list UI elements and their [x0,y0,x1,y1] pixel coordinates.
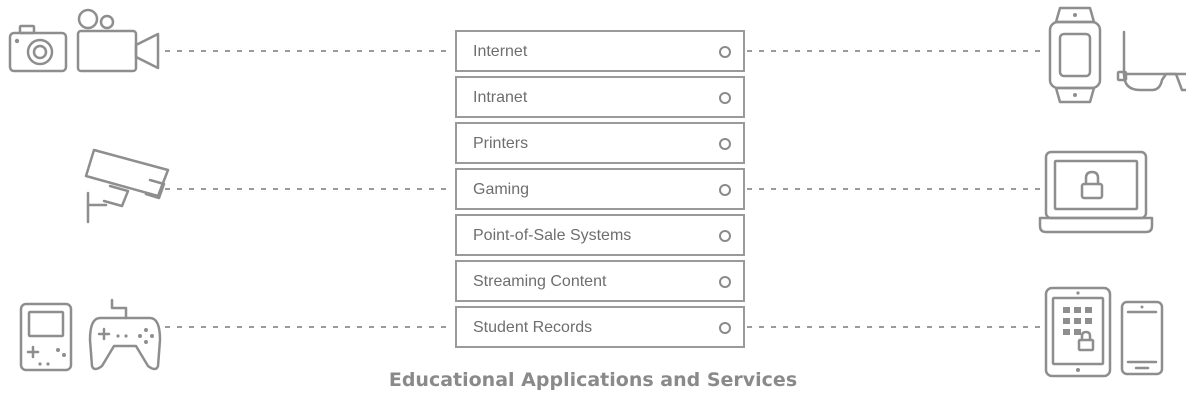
service-row-streaming: Streaming Content [455,260,745,302]
status-dot-icon [719,230,731,242]
status-dot-icon [719,276,731,288]
handheld-console-icon [19,302,73,372]
service-row-intranet: Intranet [455,76,745,118]
service-label: Streaming Content [473,273,607,290]
service-label: Student Records [473,319,593,336]
status-dot-icon [719,322,731,334]
video-camera-icon [76,8,160,73]
service-label: Point-of-Sale Systems [473,227,632,244]
service-label: Printers [473,135,529,152]
service-row-point-of-sale: Point-of-Sale Systems [455,214,745,256]
locked-laptop-icon [1038,150,1154,234]
smartwatch-icon [1048,6,1102,104]
service-row-gaming: Gaming [455,168,745,210]
service-row-internet: Internet [455,30,745,72]
status-dot-icon [719,46,731,58]
service-row-student-records: Student Records [455,306,745,348]
service-row-printers: Printers [455,122,745,164]
smartphone-icon [1120,300,1164,376]
locked-tablet-icon [1044,286,1112,378]
status-dot-icon [719,138,731,150]
service-label: Internet [473,43,528,60]
camera-icon [8,24,68,73]
service-label: Intranet [473,89,528,106]
services-stack: Internet Intranet Printers Gaming Point-… [455,30,745,348]
diagram-caption: Educational Applications and Services [388,369,798,391]
status-dot-icon [719,184,731,196]
security-camera-icon [84,148,170,224]
gamepad-icon [88,298,162,371]
smart-glasses-icon [1116,30,1186,92]
service-label: Gaming [473,181,530,198]
status-dot-icon [719,92,731,104]
